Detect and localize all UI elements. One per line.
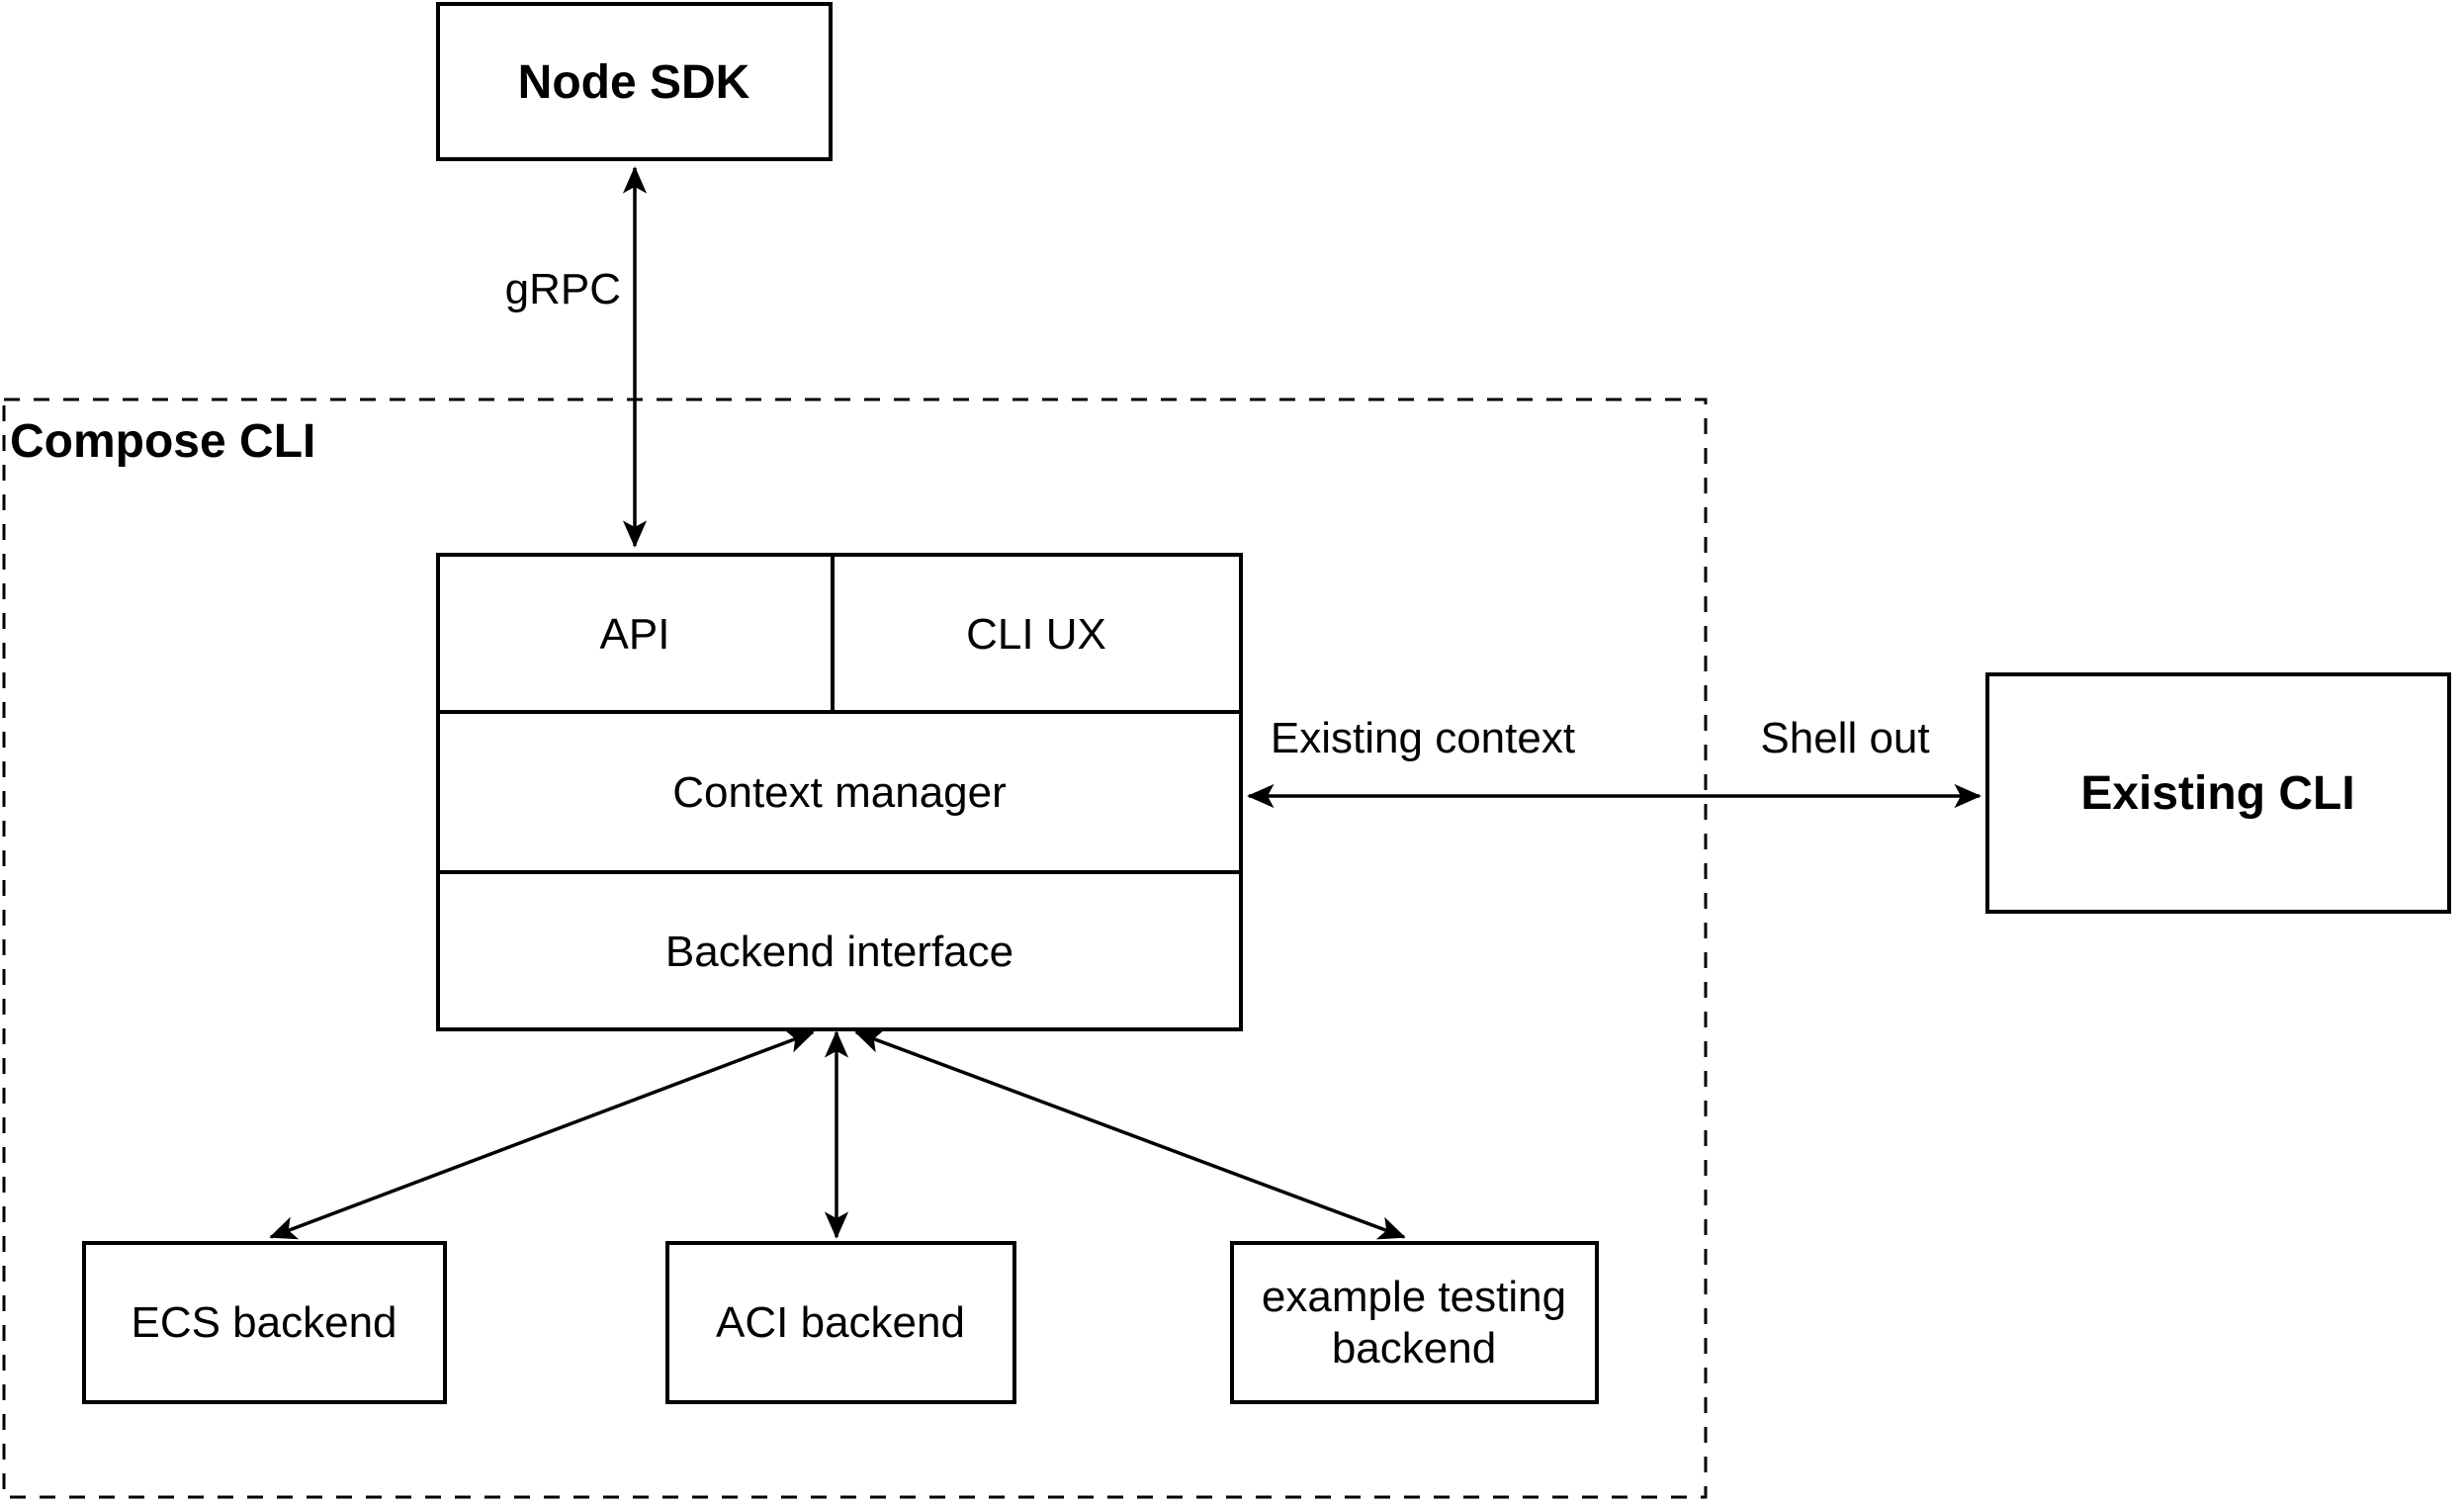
compose-cli-label: Compose CLI — [10, 415, 315, 468]
aci-backend-label: ACI backend — [716, 1298, 965, 1347]
compose-stack-box — [436, 553, 1243, 1031]
grpc-label: gRPC — [505, 265, 621, 313]
backend-interface-label: Backend interface — [665, 928, 1013, 976]
existing-context-label: Existing context — [1271, 714, 1575, 762]
example-testing-backend-box — [1230, 1241, 1599, 1404]
existing-cli-box — [1985, 672, 2451, 914]
node-sdk-label: Node SDK — [518, 56, 750, 109]
example-testing-backend-label-line2: backend — [1332, 1324, 1496, 1373]
compose-cli-container — [2, 398, 1708, 1499]
shell-out-label: Shell out — [1760, 714, 1929, 762]
cli-ux-label: CLI UX — [966, 610, 1106, 659]
api-label: API — [600, 610, 670, 659]
ecs-backend-box — [82, 1241, 447, 1404]
context-manager-label: Context manager — [672, 768, 1007, 817]
example-testing-backend-label-line1: example testing — [1262, 1273, 1566, 1321]
aci-backend-box — [665, 1241, 1016, 1404]
node-sdk-box — [436, 2, 833, 161]
ecs-backend-label: ECS backend — [131, 1298, 396, 1347]
ecs-backend-arrow — [269, 1029, 815, 1240]
example-backend-arrow — [854, 1029, 1406, 1240]
existing-cli-label: Existing CLI — [2080, 767, 2354, 820]
